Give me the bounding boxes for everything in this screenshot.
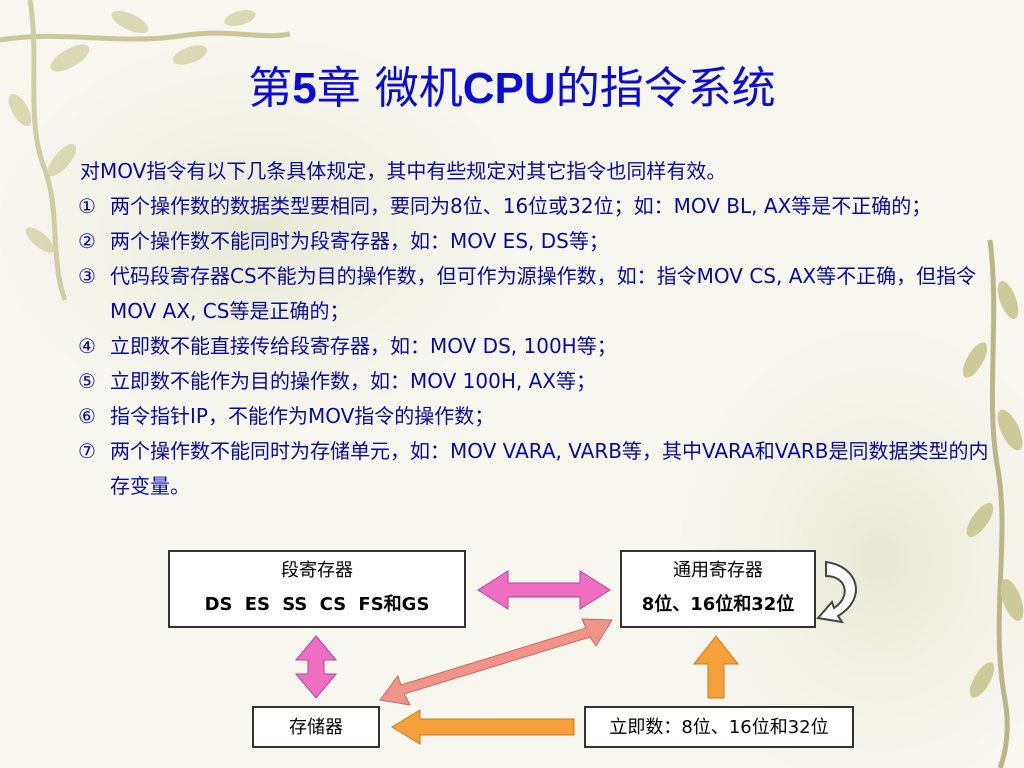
rule-number: ② (78, 229, 96, 253)
arrow-immediate-to-general (692, 635, 740, 699)
double-arrow-seg-general (477, 570, 611, 610)
self-loop-arrow (816, 560, 857, 624)
rule-number: ⑤ (78, 369, 96, 393)
rule-number: ⑦ (78, 439, 96, 463)
rule-text: 指令指针IP，不能作为MOV指令的操作数； (110, 404, 495, 428)
rule-item-6: ⑥ 指令指针IP，不能作为MOV指令的操作数； (78, 399, 993, 434)
immediate-title: 立即数：8位、16位和32位 (609, 717, 829, 738)
memory-title: 存储器 (289, 717, 343, 738)
segment-register-title: 段寄存器 (281, 560, 353, 581)
arrow-immediate-to-memory (391, 709, 575, 745)
rule-item-3: ③ 代码段寄存器CS不能为目的操作数，但可作为源操作数，如：指令MOV CS, A… (78, 259, 993, 329)
rule-item-7: ⑦ 两个操作数不能同时为存储单元，如：MOV VARA, VARB等，其中VARA… (78, 434, 993, 504)
rule-number: ⑥ (78, 404, 96, 428)
rule-text: 代码段寄存器CS不能为目的操作数，但可作为源操作数，如：指令MOV CS, AX… (110, 264, 977, 323)
rule-text: 两个操作数不能同时为存储单元，如：MOV VARA, VARB等，其中VARA和… (110, 439, 989, 498)
rule-number: ③ (78, 264, 96, 288)
rule-number: ④ (78, 334, 96, 358)
rule-text: 立即数不能直接传给段寄存器，如：MOV DS, 100H等； (110, 334, 617, 358)
rule-text: 立即数不能作为目的操作数，如：MOV 100H, AX等； (110, 369, 596, 393)
rule-text: 两个操作数不能同时为段寄存器，如：MOV ES, DS等； (110, 229, 609, 253)
general-register-sizes: 8位、16位和32位 (641, 594, 795, 615)
rules-content: 对MOV指令有以下几条具体规定，其中有些规定对其它指令也同样有效。 ① 两个操作数… (78, 154, 993, 504)
rule-text: 两个操作数的数据类型要相同，要同为8位、16位或32位；如：MOV BL, AX… (110, 194, 932, 218)
rule-item-2: ② 两个操作数不能同时为段寄存器，如：MOV ES, DS等； (78, 224, 993, 259)
double-arrow-general-memory (379, 618, 613, 706)
intro-text: 对MOV指令有以下几条具体规定，其中有些规定对其它指令也同样有效。 (80, 159, 727, 183)
general-register-title: 通用寄存器 (673, 560, 763, 581)
rule-item-5: ⑤ 立即数不能作为目的操作数，如：MOV 100H, AX等； (78, 364, 993, 399)
rule-item-1: ① 两个操作数的数据类型要相同，要同为8位、16位或32位；如：MOV BL, A… (78, 189, 993, 224)
general-register-box: 通用寄存器 8位、16位和32位 (620, 550, 816, 628)
memory-box: 存储器 (252, 706, 380, 748)
immediate-box: 立即数：8位、16位和32位 (584, 706, 854, 748)
slide-title: 第5章 微机CPU的指令系统 (248, 63, 776, 114)
segment-register-box: 段寄存器 DS ES SS CS FS和GS (168, 550, 466, 628)
segment-register-list: DS ES SS CS FS和GS (204, 594, 430, 615)
rule-item-4: ④ 立即数不能直接传给段寄存器，如：MOV DS, 100H等； (78, 329, 993, 364)
double-arrow-seg-memory (294, 635, 338, 699)
rule-number: ① (78, 194, 96, 218)
